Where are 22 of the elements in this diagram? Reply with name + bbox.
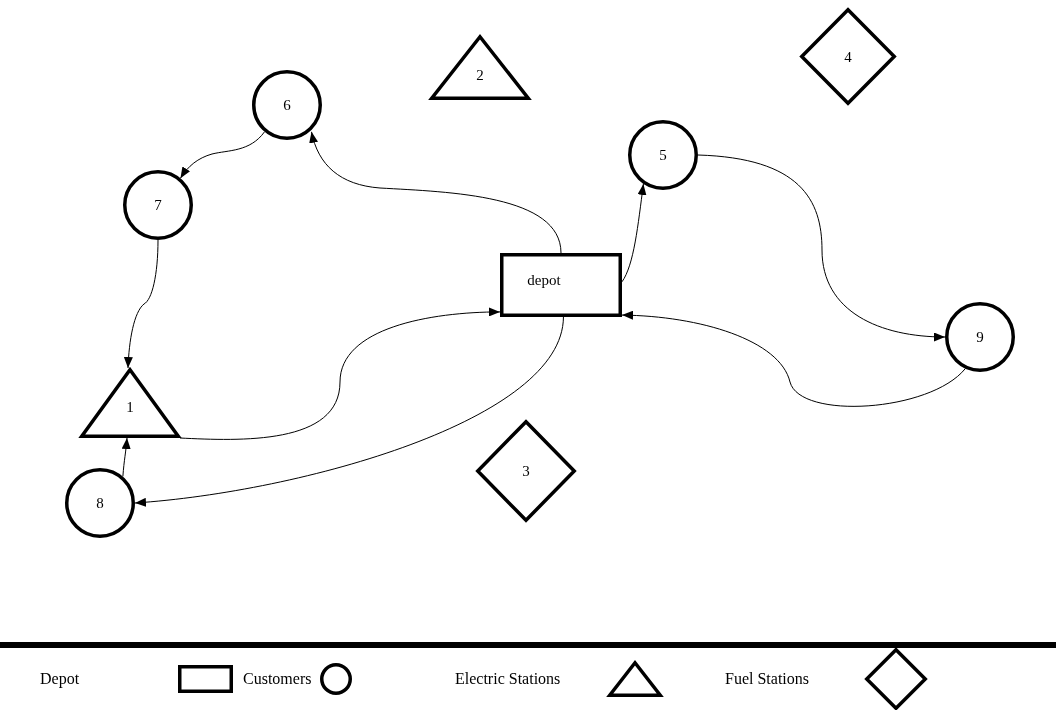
arrow <box>309 131 562 254</box>
arrow <box>134 316 564 507</box>
node-label: 6 <box>283 97 291 113</box>
arrow <box>179 131 266 179</box>
node-label: depot <box>527 271 561 288</box>
node-label: 8 <box>96 495 104 511</box>
arrow <box>697 154 946 342</box>
node-label: 5 <box>659 147 667 163</box>
arrow <box>621 311 966 407</box>
legend-label: Fuel Stations <box>725 670 809 688</box>
node-label: 3 <box>522 463 530 479</box>
arrow <box>179 307 501 440</box>
node-label: 9 <box>976 329 984 345</box>
legend-label: Electric Stations <box>455 670 561 688</box>
node-label: 7 <box>154 197 162 213</box>
node-label: 4 <box>844 48 852 65</box>
node-label: 1 <box>126 398 134 415</box>
legend-label: Depot <box>40 670 80 688</box>
arrow <box>121 437 131 477</box>
node-label: 2 <box>476 67 484 84</box>
arrow <box>124 239 159 369</box>
legend-label: Customers <box>243 670 312 688</box>
